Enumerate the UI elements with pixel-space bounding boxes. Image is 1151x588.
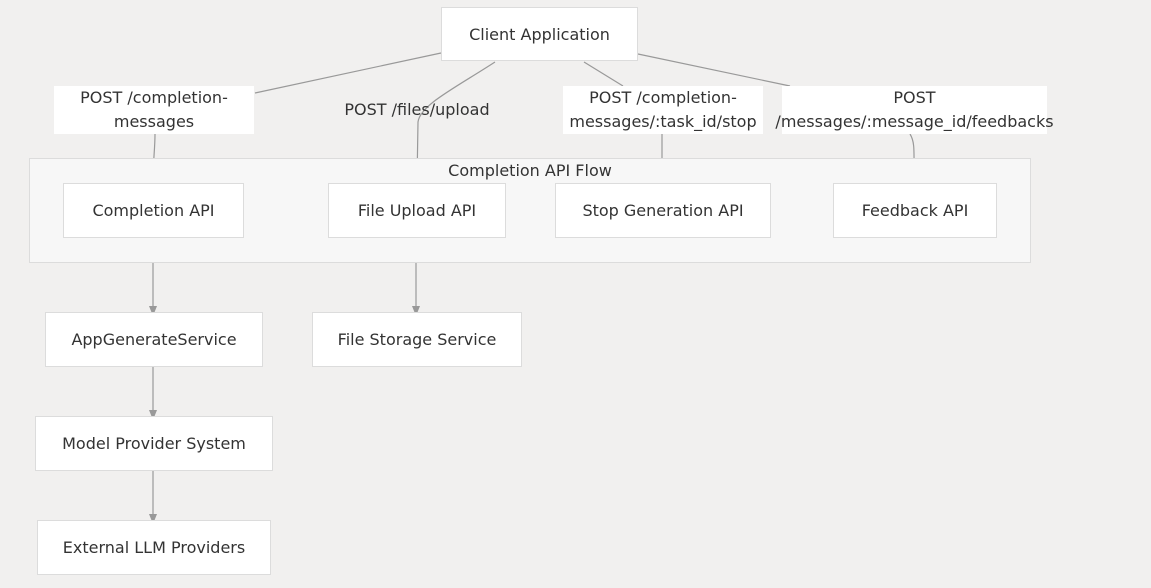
app-generate-service-node[interactable]: AppGenerateService <box>45 312 263 367</box>
edge-label-feedbacks-line2: /messages/:message_id/feedbacks <box>775 112 1054 131</box>
feedback-api-node[interactable]: Feedback API <box>833 183 997 238</box>
external-llm-providers-node[interactable]: External LLM Providers <box>37 520 271 575</box>
cluster-title: Completion API Flow <box>448 161 612 180</box>
edge-label-files-upload: POST /files/upload <box>344 100 490 119</box>
file-upload-api-node[interactable]: File Upload API <box>328 183 506 238</box>
edge-label-feedbacks-line1: POST <box>893 88 936 107</box>
stop-generation-api-node[interactable]: Stop Generation API <box>555 183 771 238</box>
file-storage-service-node[interactable]: File Storage Service <box>312 312 522 367</box>
client-application-node[interactable]: Client Application <box>441 7 638 61</box>
completion-api-node[interactable]: Completion API <box>63 183 244 238</box>
edge-label-stop: POST /completion-messages/:task_id/stop <box>563 86 763 134</box>
model-provider-system-node[interactable]: Model Provider System <box>35 416 273 471</box>
edge-client-to-file-upload-api <box>413 61 496 187</box>
edge-label-completion: POST /completion-messages <box>54 86 254 134</box>
edge-label-feedbacks: POST /messages/:message_id/feedbacks <box>775 86 1054 134</box>
